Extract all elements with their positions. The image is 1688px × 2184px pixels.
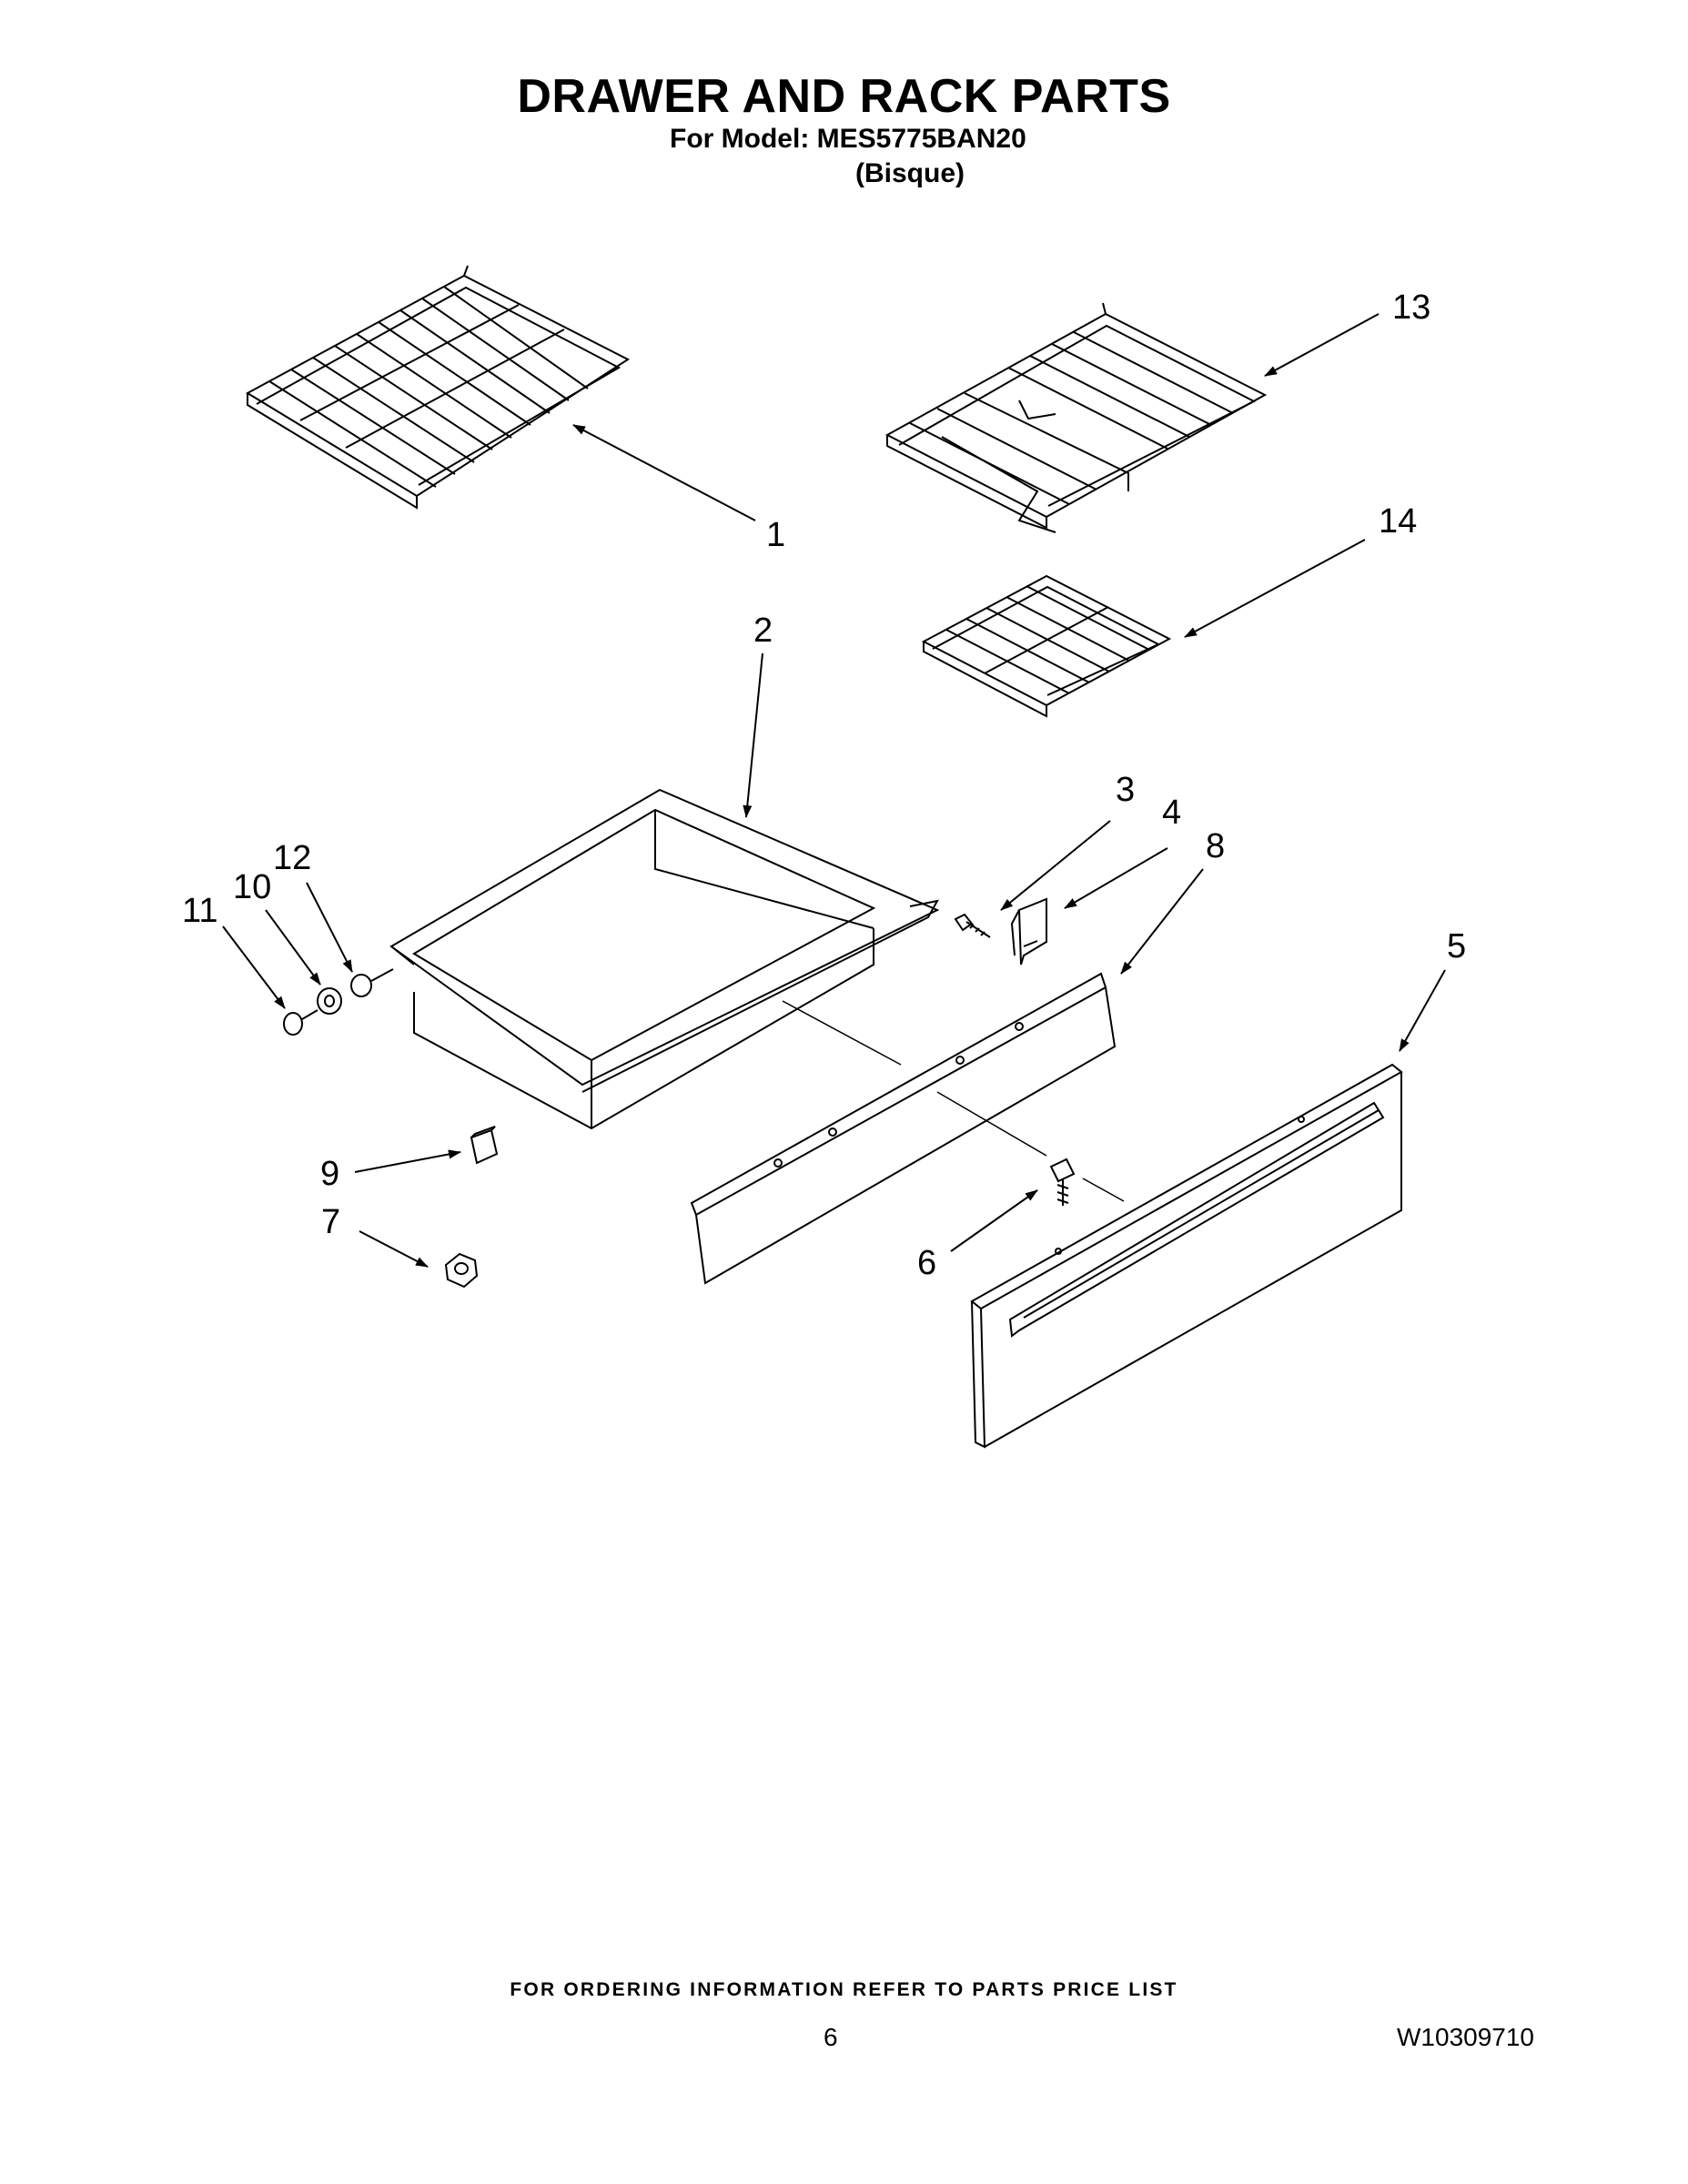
bracket-part-8 [690,972,1117,1285]
callout-2: 2 [753,612,773,650]
callout-11: 11 [182,892,217,930]
screw-part-6 [1049,1158,1076,1206]
page-number: 6 [824,2023,838,2051]
callout-5: 5 [1447,927,1466,966]
model-line: For Model: MES5775BAN20 [670,124,1026,154]
block-part-9 [470,1126,499,1165]
callout-7: 7 [321,1203,340,1241]
callout-12: 12 [273,839,311,877]
callout-6: 6 [917,1244,936,1282]
callout-14: 14 [1379,502,1417,541]
color-line: (Bisque) [855,158,965,188]
callout-1: 1 [766,516,785,554]
callout-3: 3 [1116,771,1135,809]
screw-part-3 [954,913,991,938]
callout-leaders [222,313,1446,1268]
clip-part-4 [1010,897,1047,966]
page-title: DRAWER AND RACK PARTS [517,70,1171,123]
drawer-pan-part-2 [389,788,940,1130]
nut-part-7 [444,1252,479,1289]
oven-rack-part-1 [245,265,630,510]
callout-13: 13 [1392,288,1430,327]
drawer-front-part-5 [970,1063,1403,1449]
half-rack-part-14 [921,574,1172,718]
callout-numbers: 1 2 3 4 5 6 7 8 9 10 11 12 13 14 [182,288,1466,1282]
split-rack-part-13 [884,302,1268,533]
ordering-info: FOR ORDERING INFORMATION REFER TO PARTS … [510,1979,1178,2000]
callout-8: 8 [1206,827,1225,865]
callout-4: 4 [1162,794,1181,832]
callout-10: 10 [233,868,271,906]
document-number: W10309710 [1397,2023,1535,2051]
callout-9: 9 [320,1155,339,1193]
roller-assembly-parts-10-11-12 [283,968,394,1036]
alignment-lines [782,1000,1125,1202]
